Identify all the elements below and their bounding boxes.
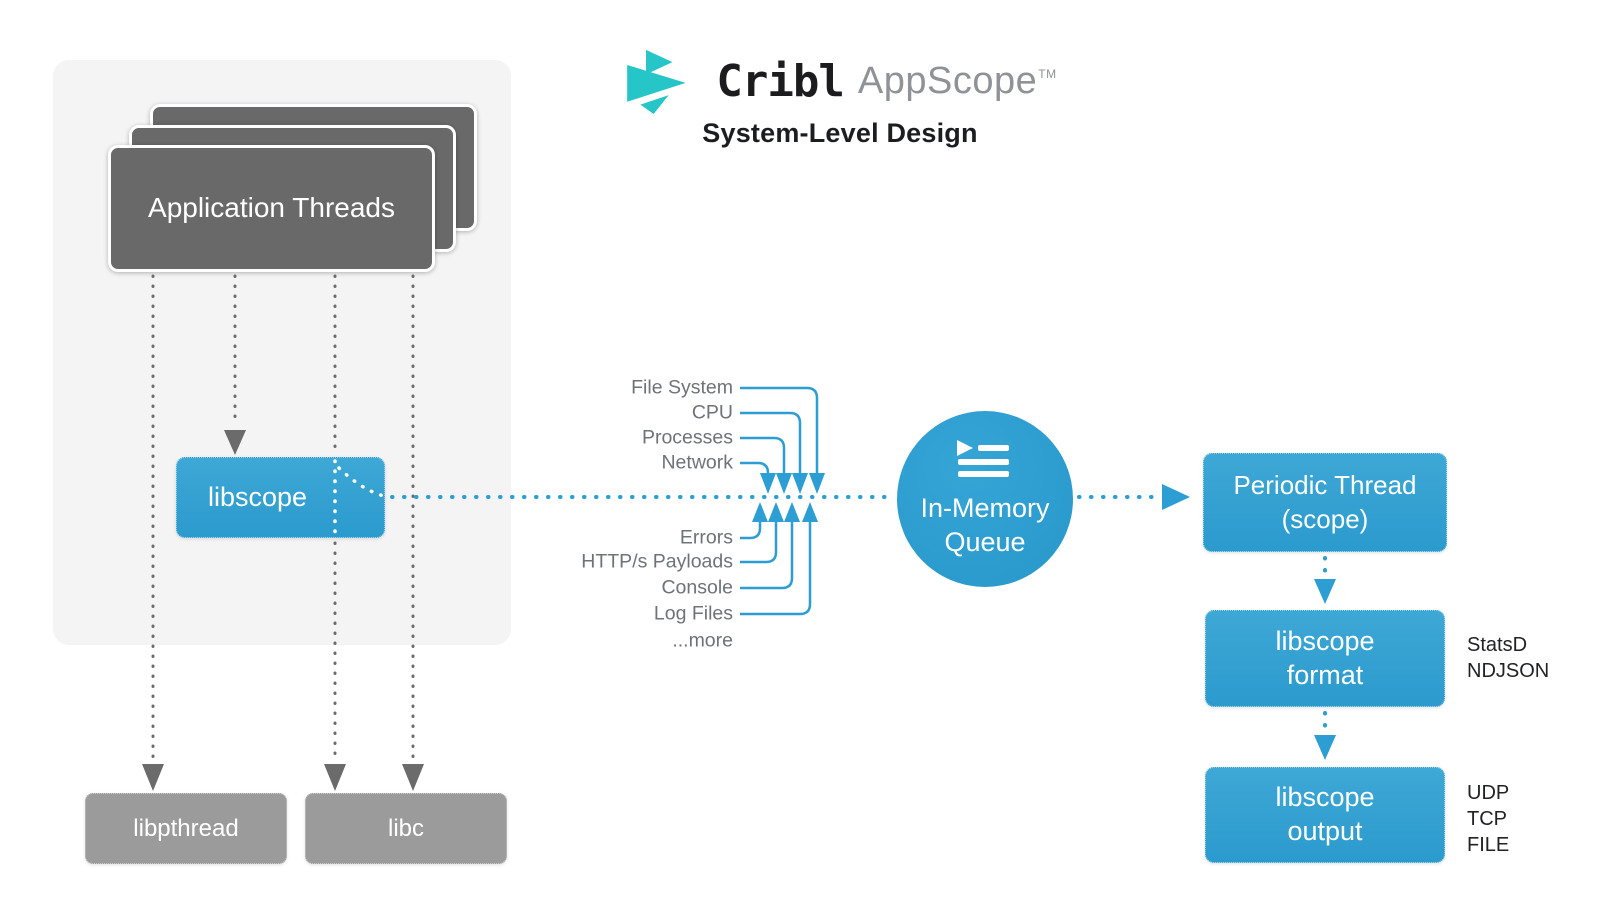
connector-console xyxy=(740,522,794,590)
event-label-file-system: File System xyxy=(631,376,733,399)
connector-processes xyxy=(740,436,786,474)
periodic-thread-node: Periodic Thread (scope) xyxy=(1203,453,1447,552)
playlist-queue-icon xyxy=(957,439,1009,477)
in-memory-queue-node: In-Memory Queue xyxy=(897,411,1073,587)
libpthread-node: libpthread xyxy=(85,793,287,864)
format-outputs-annotation: StatsD NDJSON xyxy=(1467,634,1550,682)
libscope-format-label: libscope format xyxy=(1275,625,1375,690)
arrow-into-libpthread-icon xyxy=(142,764,164,791)
connector-file-system xyxy=(740,386,819,474)
diagram-header: Cribl AppScopeTM System-Level Design xyxy=(620,48,1060,149)
libscope-output-label: libscope output xyxy=(1275,782,1375,846)
event-label-errors: Errors xyxy=(679,526,733,549)
arrow-into-libc-2-icon xyxy=(402,764,424,791)
libscope-format-node: libscope format xyxy=(1205,610,1445,707)
libscope-node: libscope xyxy=(176,457,385,538)
main-flow-line xyxy=(390,495,1327,735)
event-arrowheads xyxy=(752,473,825,522)
event-label-log-files: Log Files xyxy=(653,602,733,625)
periodic-thread-label: Periodic Thread (scope) xyxy=(1233,469,1417,534)
libc-node: libc xyxy=(305,793,507,864)
output-protocols-annotation: UDP TCP FILE xyxy=(1467,782,1510,856)
brand-wordmark: Cribl xyxy=(716,55,844,107)
arrow-down-network-icon xyxy=(760,473,776,494)
arrow-up-log-files-icon xyxy=(802,502,818,522)
arrow-into-periodic-icon xyxy=(1162,484,1190,510)
libscope-label: libscope xyxy=(207,482,308,512)
app-threads-node: Application Threads xyxy=(108,145,435,272)
arrow-up-http-payloads-icon xyxy=(768,502,784,522)
event-label-console: Console xyxy=(661,576,733,599)
arrow-into-format-icon xyxy=(1314,579,1336,604)
event-label-more: ...more xyxy=(672,629,733,652)
arrow-down-cpu-icon xyxy=(792,473,808,494)
product-wordmark: AppScopeTM xyxy=(857,59,1057,102)
libc-label: libc xyxy=(387,814,424,842)
event-connectors xyxy=(740,386,819,616)
connector-http-payloads xyxy=(740,522,778,564)
arrow-up-errors-icon xyxy=(752,502,768,522)
connector-errors xyxy=(740,522,762,540)
connector-log-files xyxy=(740,522,812,616)
diagram-subtitle: System-Level Design xyxy=(702,118,978,148)
libpthread-label: libpthread xyxy=(133,814,239,842)
cribl-appscope-logo: Cribl AppScopeTM xyxy=(624,48,1057,114)
connector-cpu xyxy=(740,411,802,474)
in-memory-queue-label: In-Memory Queue xyxy=(920,492,1050,557)
arrow-up-console-icon xyxy=(784,502,800,522)
event-label-processes: Processes xyxy=(641,426,733,449)
connector-network xyxy=(740,461,770,474)
arrow-into-libc-1-icon xyxy=(324,764,346,791)
cribl-goat-icon xyxy=(627,49,687,114)
event-label-cpu: CPU xyxy=(691,401,733,424)
arrow-down-processes-icon xyxy=(776,473,792,494)
event-label-http-payloads: HTTP/s Payloads xyxy=(581,550,733,573)
arrow-into-output-icon xyxy=(1314,735,1336,760)
event-label-network: Network xyxy=(661,451,733,474)
trademark-symbol: TM xyxy=(1038,66,1057,81)
app-threads-label: Application Threads xyxy=(148,192,395,224)
libscope-output-node: libscope output xyxy=(1205,767,1445,863)
arrow-down-file-system-icon xyxy=(809,473,825,494)
